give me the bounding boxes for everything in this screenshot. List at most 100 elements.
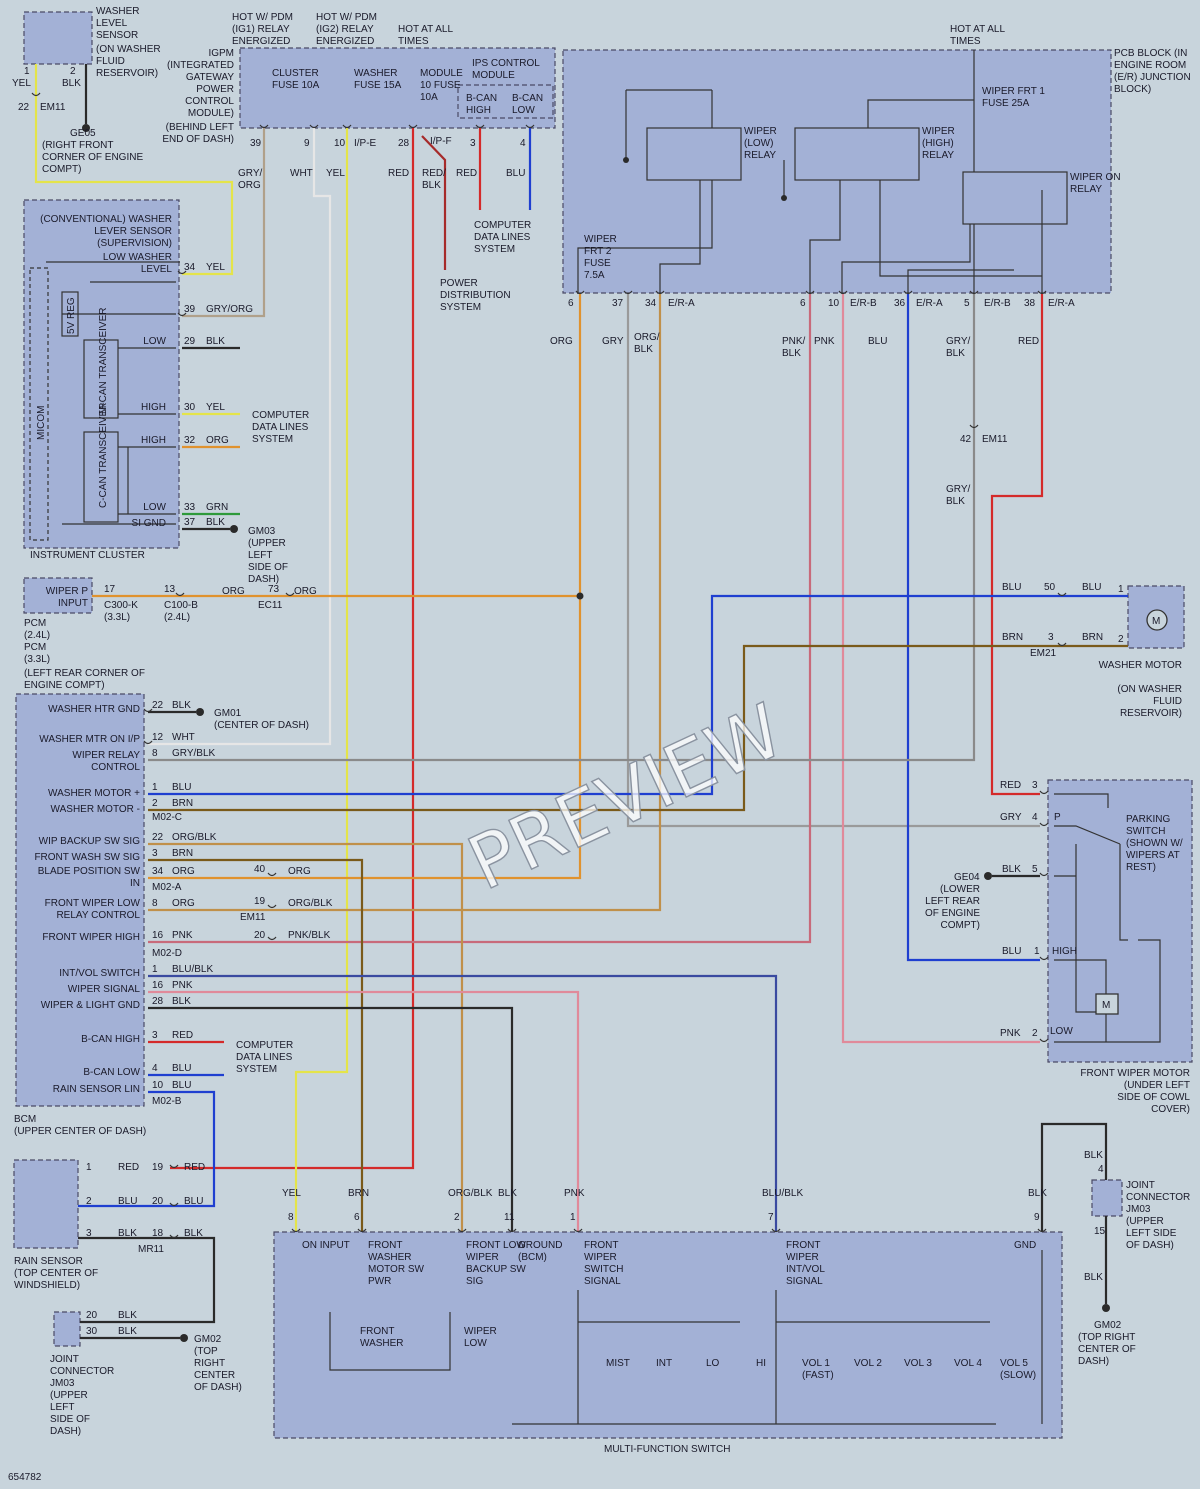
mfs-switch-3: HI xyxy=(756,1358,766,1369)
bcm-pin-color-5: ORG/BLK xyxy=(172,832,217,843)
bcm-location: (UPPER CENTER OF DASH) xyxy=(14,1126,146,1137)
wire-blu-pcb: BLU xyxy=(868,336,887,347)
wiper-motor-internal xyxy=(1054,793,1161,1043)
connector-er-a-1: E/R-A xyxy=(668,298,695,309)
cluster-pin-label-5: LOW xyxy=(143,502,166,513)
connector-tick-23 xyxy=(1039,956,1049,961)
bcm-pin-number-7: 34 xyxy=(152,866,164,877)
c-can-label: C-CAN TRANSCEIVER xyxy=(98,403,109,508)
ge05-label: GE05 xyxy=(70,128,96,139)
ccan-transceiver-box xyxy=(83,431,119,523)
pin-jm03r-4: 4 xyxy=(1098,1164,1104,1175)
pin-igpm-4: 4 xyxy=(520,138,526,149)
pin-park-5: 5 xyxy=(1032,864,1038,875)
bcm-pin-color-11: PNK xyxy=(172,980,193,991)
bcm-pin-color-7: ORG xyxy=(172,866,195,877)
bcm-pin-number-10: 1 xyxy=(152,964,158,975)
cluster-pin-label-4: HIGH xyxy=(141,435,166,446)
cluster-internal-lines xyxy=(46,261,180,525)
connector-tick-33 xyxy=(457,1228,467,1233)
bcm-pin-label-4: WASHER MOTOR - xyxy=(51,804,140,815)
wire-red-pcb-38 xyxy=(990,294,1044,796)
wire-org-blk-pcb: ORG/BLK xyxy=(634,332,660,355)
pin-pcm-17: 17 xyxy=(104,584,116,595)
wire-blk-jm03-2: BLK xyxy=(118,1326,137,1337)
five-v-reg-label: 5V REG xyxy=(66,297,77,334)
bcm-pin-color-8: ORG xyxy=(172,898,195,909)
cluster-pin-number-2: 29 xyxy=(184,336,196,347)
wire-red-bcan: RED xyxy=(456,168,477,179)
connector-tick-25 xyxy=(267,872,277,877)
bcm-pin-label-12: WIPER & LIGHT GND xyxy=(41,1000,140,1011)
bcm-box xyxy=(15,693,145,1107)
connector-tick-13 xyxy=(969,290,979,295)
wire-yel-washer-fuse xyxy=(294,128,349,1232)
wire-blk-mfs-11 xyxy=(148,1006,514,1232)
mfs-switch-4: VOL 1(FAST) xyxy=(802,1358,834,1381)
micom-box xyxy=(29,267,49,541)
pin-jm03-30: 30 xyxy=(86,1326,98,1337)
connector-em21: EM21 xyxy=(1030,648,1057,659)
pin-motor-1: 1 xyxy=(1034,946,1040,957)
wire-brn-mfs-6 xyxy=(148,858,364,1232)
bcm-pin-label-15: RAIN SENSOR LIN xyxy=(53,1084,140,1095)
connector-em11-bcm: EM11 xyxy=(240,912,266,923)
connector-tick-19 xyxy=(1057,642,1067,647)
connector-tick-35 xyxy=(573,1228,583,1233)
motor-symbols: M M xyxy=(1095,609,1168,1015)
connector-tick-3 xyxy=(342,124,352,129)
mcan-transceiver-box xyxy=(83,339,119,419)
connector-tick-0 xyxy=(31,92,41,97)
connector-tick-12 xyxy=(903,290,913,295)
mfs-pin-number-2: 2 xyxy=(454,1212,460,1223)
front-wiper-motor-label: FRONT WIPER MOTOR xyxy=(1080,1068,1190,1079)
bcm-pin-color-3: BLU xyxy=(172,782,191,793)
wire-red-blk-igpm: RED/BLK xyxy=(422,168,446,191)
ground-gm02-right xyxy=(1102,1304,1110,1312)
bcm-pin-number-5: 22 xyxy=(152,832,164,843)
connector-tick-4 xyxy=(408,124,418,129)
connector-tick-18 xyxy=(1057,592,1067,597)
wire-org-blk-mfs-2 xyxy=(148,842,464,1232)
cluster-pin-number-6: 37 xyxy=(184,517,196,528)
wire-wht-igpm: WHT xyxy=(290,168,313,179)
connector-tick-2 xyxy=(309,124,319,129)
wire-red-rain: RED xyxy=(118,1162,139,1173)
connector-m02d: M02-D xyxy=(152,948,182,959)
wire-pnk-blk-pcb: PNK/BLK xyxy=(782,336,806,359)
ground-pcb-relay-high xyxy=(781,195,787,201)
bcm-pin-number-2: 8 xyxy=(152,748,158,759)
mfs-pin-number-5: 7 xyxy=(768,1212,774,1223)
cluster-pin-color-0: YEL xyxy=(206,262,225,273)
wire-gry-blk-pcb: GRY/BLK xyxy=(946,336,970,359)
wire-blk-mfs-9 xyxy=(1040,1122,1108,1232)
wire-blu-rain-2: BLU xyxy=(184,1196,203,1207)
wire-pnk-motor-low xyxy=(841,294,1040,1044)
wire-blk-rain: BLK xyxy=(118,1228,137,1239)
rain-sensor-box xyxy=(13,1159,79,1249)
wire-gry-org-cluster xyxy=(182,128,266,318)
wire-pnk-blk-pcb xyxy=(148,294,812,944)
bcm-pin-number-14: 4 xyxy=(152,1063,158,1074)
pin-pcb-34: 34 xyxy=(645,298,657,309)
wires xyxy=(31,50,1161,1425)
pin-igpm-39: 39 xyxy=(250,138,262,149)
connector-tick-10 xyxy=(805,290,815,295)
pin-park-3: 3 xyxy=(1032,780,1038,791)
